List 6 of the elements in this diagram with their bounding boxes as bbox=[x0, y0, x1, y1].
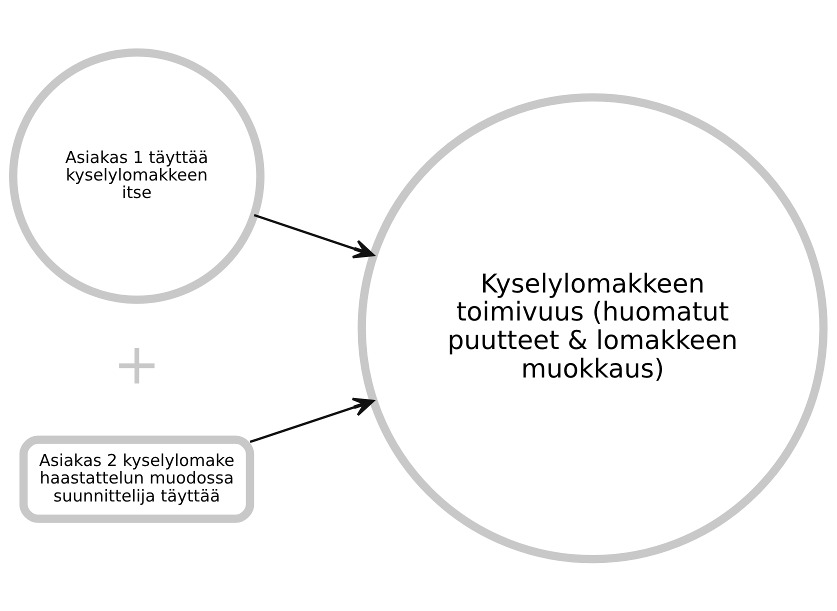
node-circle: Asiakas 1 täyttää kyselylomakkeen itse bbox=[9, 48, 264, 304]
node-box: Asiakas 2 kyselylomake haastattelun muodossa suunnittelija täyttää bbox=[19, 435, 254, 522]
arrow bbox=[250, 397, 374, 443]
arrow bbox=[254, 214, 374, 258]
node-circle: Kyselylomakkeen toimivuus (huomatut puutteet & lomakkeen muokkaus) bbox=[358, 92, 828, 563]
label: + bbox=[113, 331, 160, 398]
